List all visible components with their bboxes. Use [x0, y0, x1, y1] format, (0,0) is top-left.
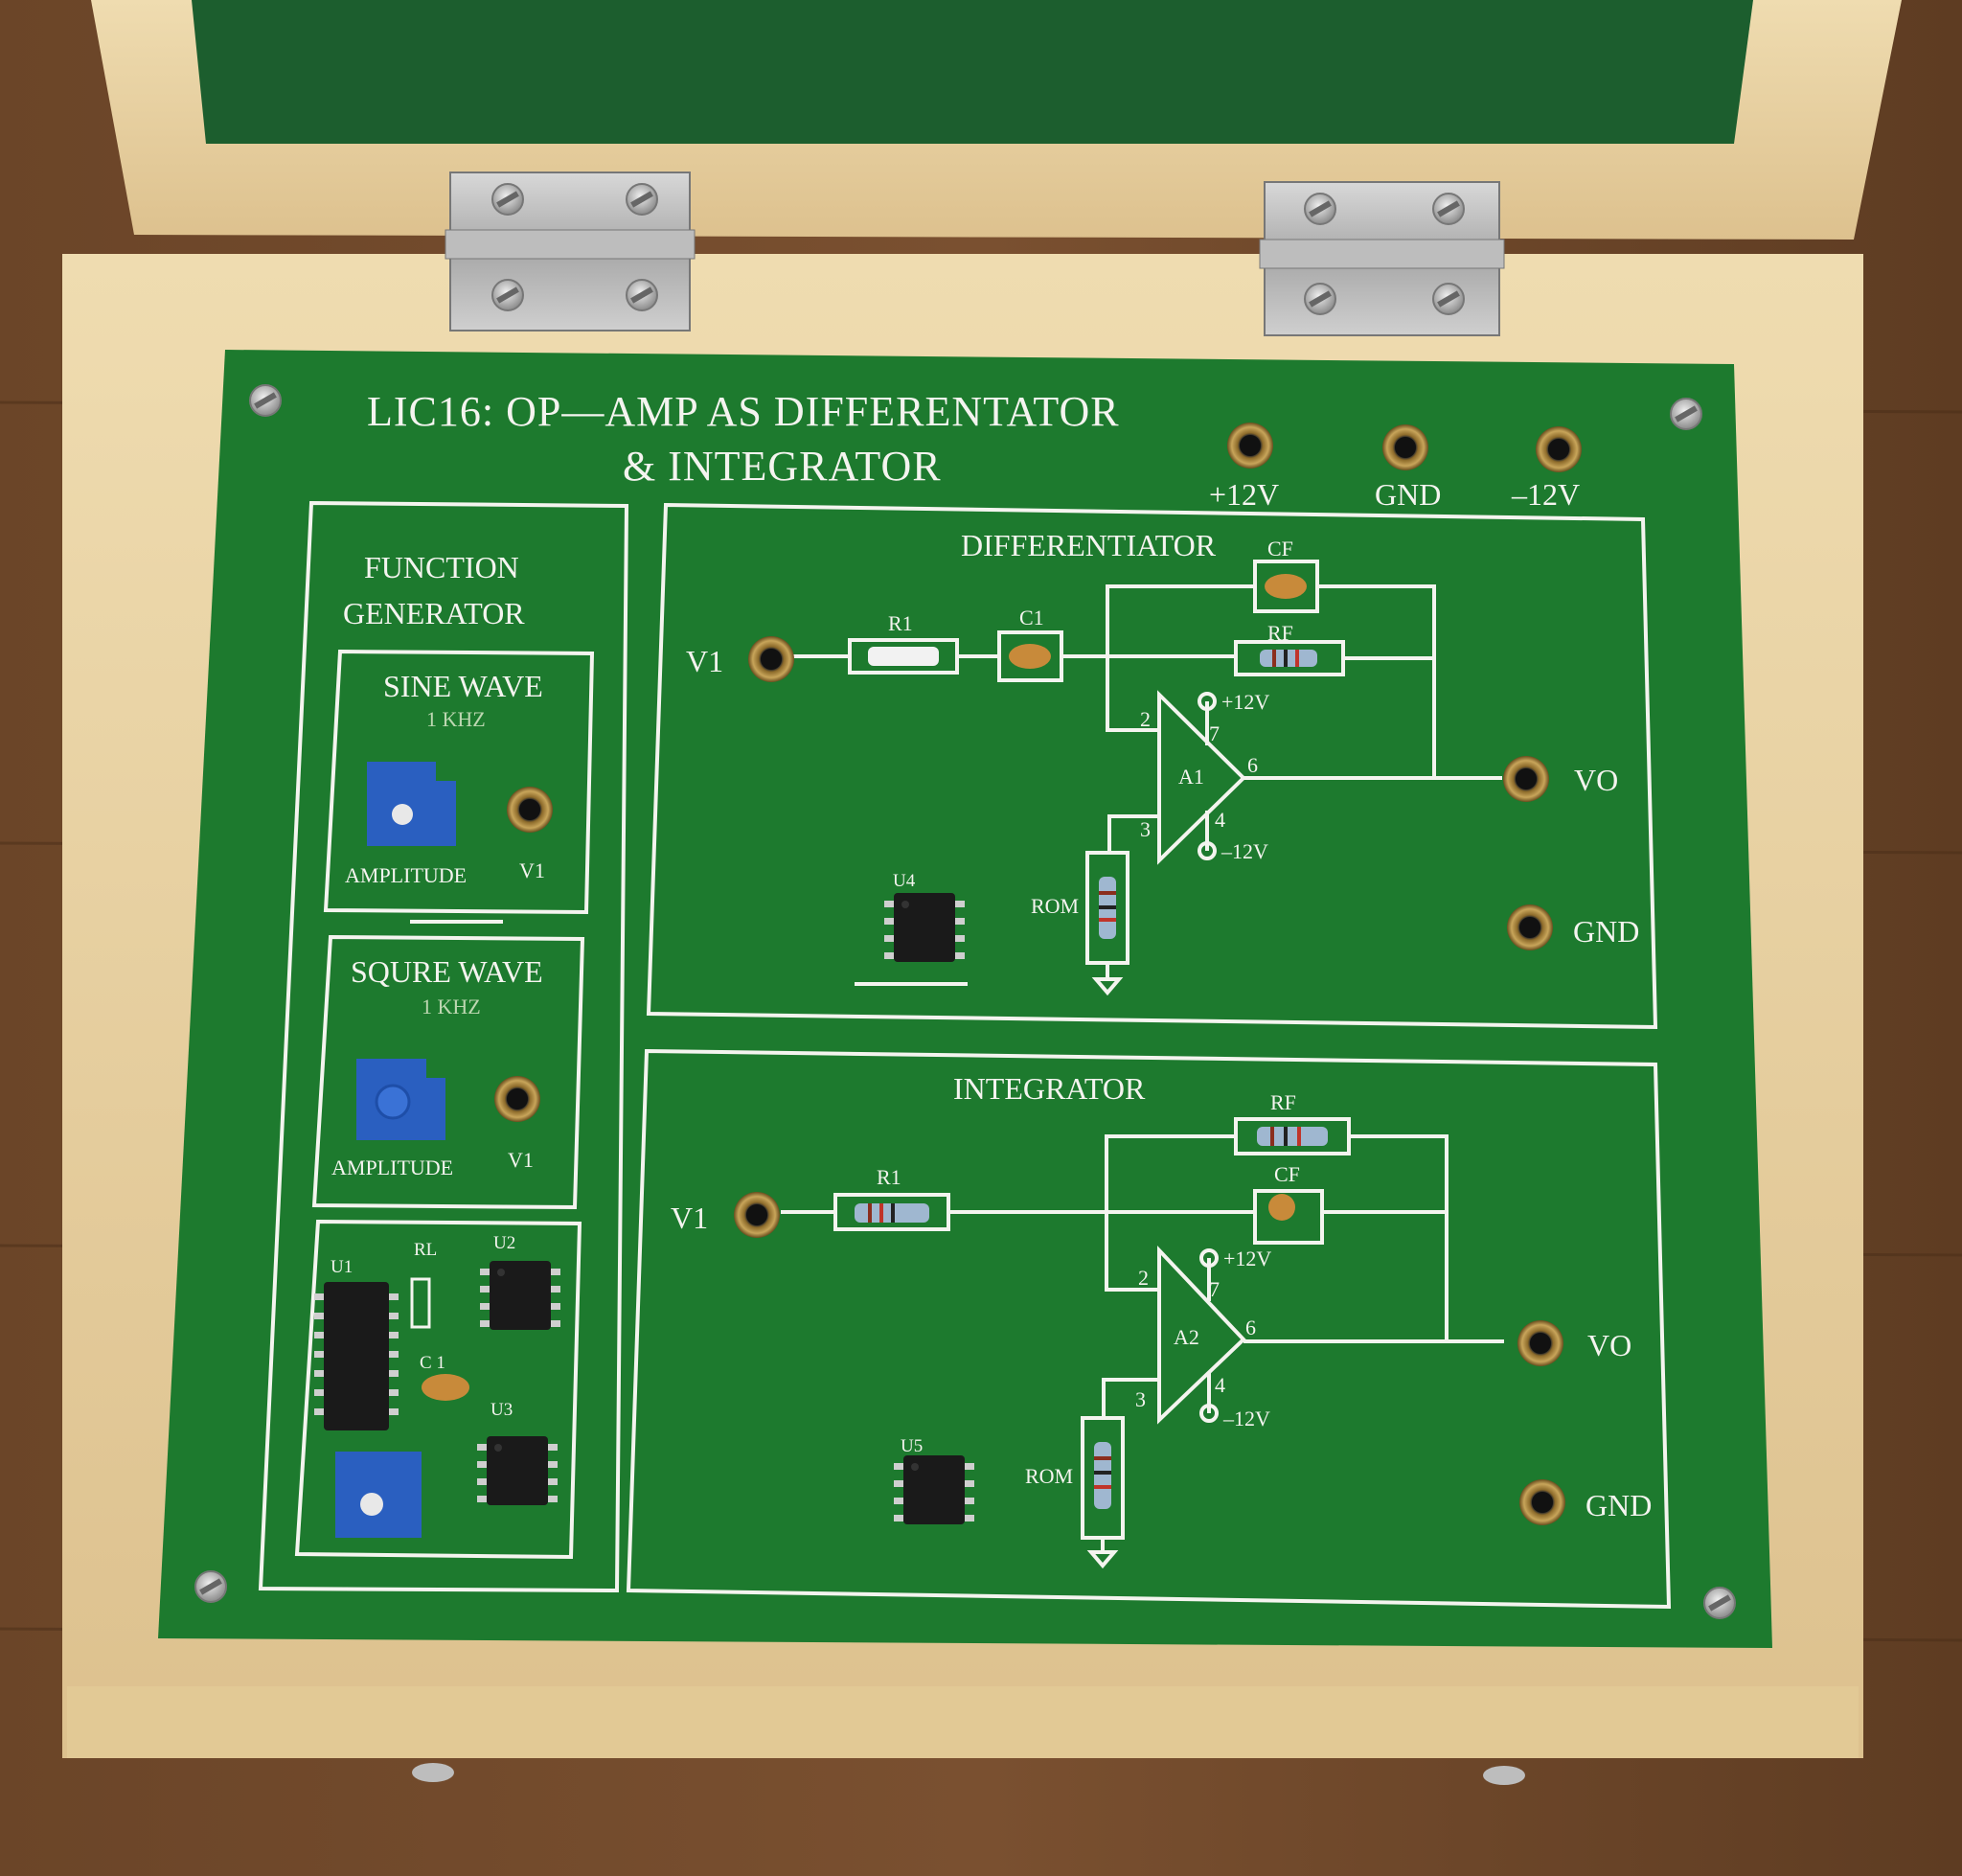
hinge-left — [445, 172, 696, 332]
square-trimpot — [356, 1059, 447, 1140]
ic-u1 — [314, 1282, 399, 1430]
rf-resistor-int — [1257, 1127, 1328, 1146]
rom-resistor-int — [1094, 1442, 1111, 1509]
r1-resistor-int — [855, 1203, 929, 1223]
rf-resistor-diff — [1260, 650, 1317, 667]
pcb-board — [158, 350, 1772, 1648]
aux-trimpot — [335, 1452, 422, 1538]
lid-felt-lining — [192, 0, 1753, 144]
rom-resistor-diff — [1099, 877, 1116, 939]
sine-trimpot — [367, 762, 457, 846]
hinge-right — [1259, 181, 1505, 336]
